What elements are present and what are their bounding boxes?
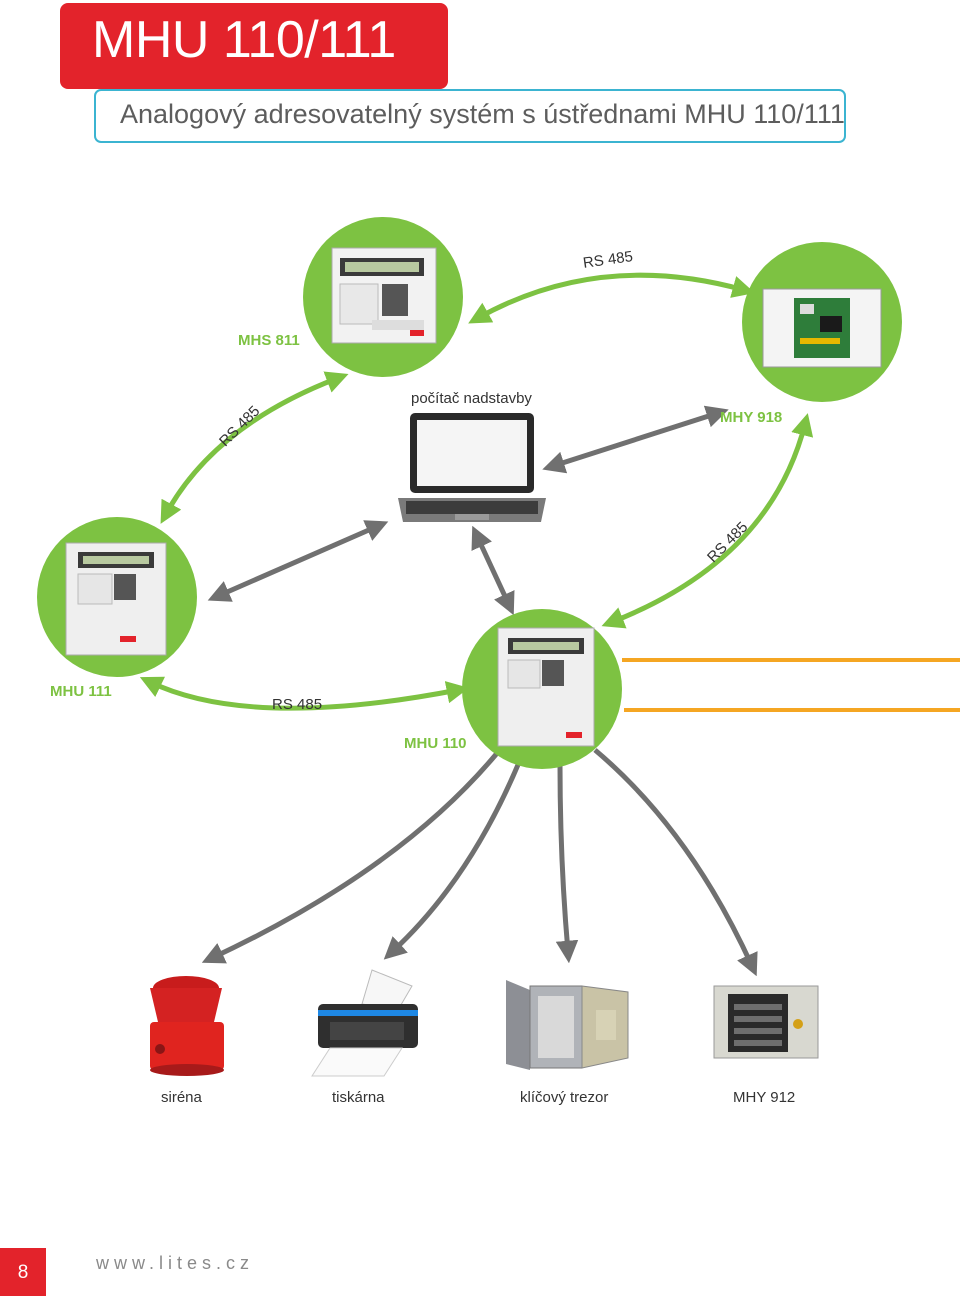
computer-label: počítač nadstavby bbox=[411, 390, 532, 407]
arrow-to-printer bbox=[383, 759, 523, 960]
rs485-link-left bbox=[160, 371, 349, 524]
key-safe-label: klíčový trezor bbox=[520, 1089, 609, 1106]
printer-label: tiskárna bbox=[332, 1089, 385, 1106]
siren-label: siréna bbox=[161, 1089, 202, 1106]
mhy918-label: MHY 918 bbox=[720, 409, 783, 426]
rs485-label-bottom: RS 485 bbox=[272, 696, 323, 713]
mhu110-node bbox=[462, 609, 622, 769]
key-safe-icon bbox=[506, 980, 629, 1070]
mhs811-label: MHS 811 bbox=[238, 332, 300, 349]
page-subtitle: Analogový adresovatelný systém s ústředn… bbox=[120, 99, 845, 129]
mhu111-node bbox=[37, 517, 197, 677]
link-computer-mhu110 bbox=[471, 525, 515, 616]
mhy918-node bbox=[742, 242, 902, 402]
mhy912-icon bbox=[713, 985, 819, 1059]
siren-icon bbox=[150, 976, 224, 1076]
arrow-to-key-safe bbox=[555, 764, 579, 964]
mhu111-label: MHU 111 bbox=[50, 683, 112, 700]
mhu110-label: MHU 110 bbox=[404, 735, 467, 752]
page-number: 8 bbox=[17, 1262, 29, 1283]
mhs811-node bbox=[303, 217, 463, 377]
arrow-to-siren bbox=[201, 750, 500, 964]
rs485-link-top bbox=[468, 272, 755, 324]
arrow-to-mhy912 bbox=[593, 748, 758, 977]
link-computer-mhu111 bbox=[207, 520, 389, 602]
rs485-link-bottom bbox=[139, 676, 470, 711]
page-title: MHU 110/111 bbox=[92, 11, 396, 69]
laptop-icon bbox=[398, 413, 546, 522]
rs485-link-right bbox=[601, 413, 814, 629]
page-number-box bbox=[0, 1248, 46, 1296]
subtitle-frame bbox=[94, 89, 846, 143]
link-computer-mhy918 bbox=[542, 405, 729, 474]
mhy912-label: MHY 912 bbox=[733, 1089, 796, 1106]
website-link[interactable]: www.lites.cz bbox=[96, 1253, 255, 1273]
printer-icon bbox=[311, 969, 418, 1077]
title-banner bbox=[60, 3, 448, 89]
